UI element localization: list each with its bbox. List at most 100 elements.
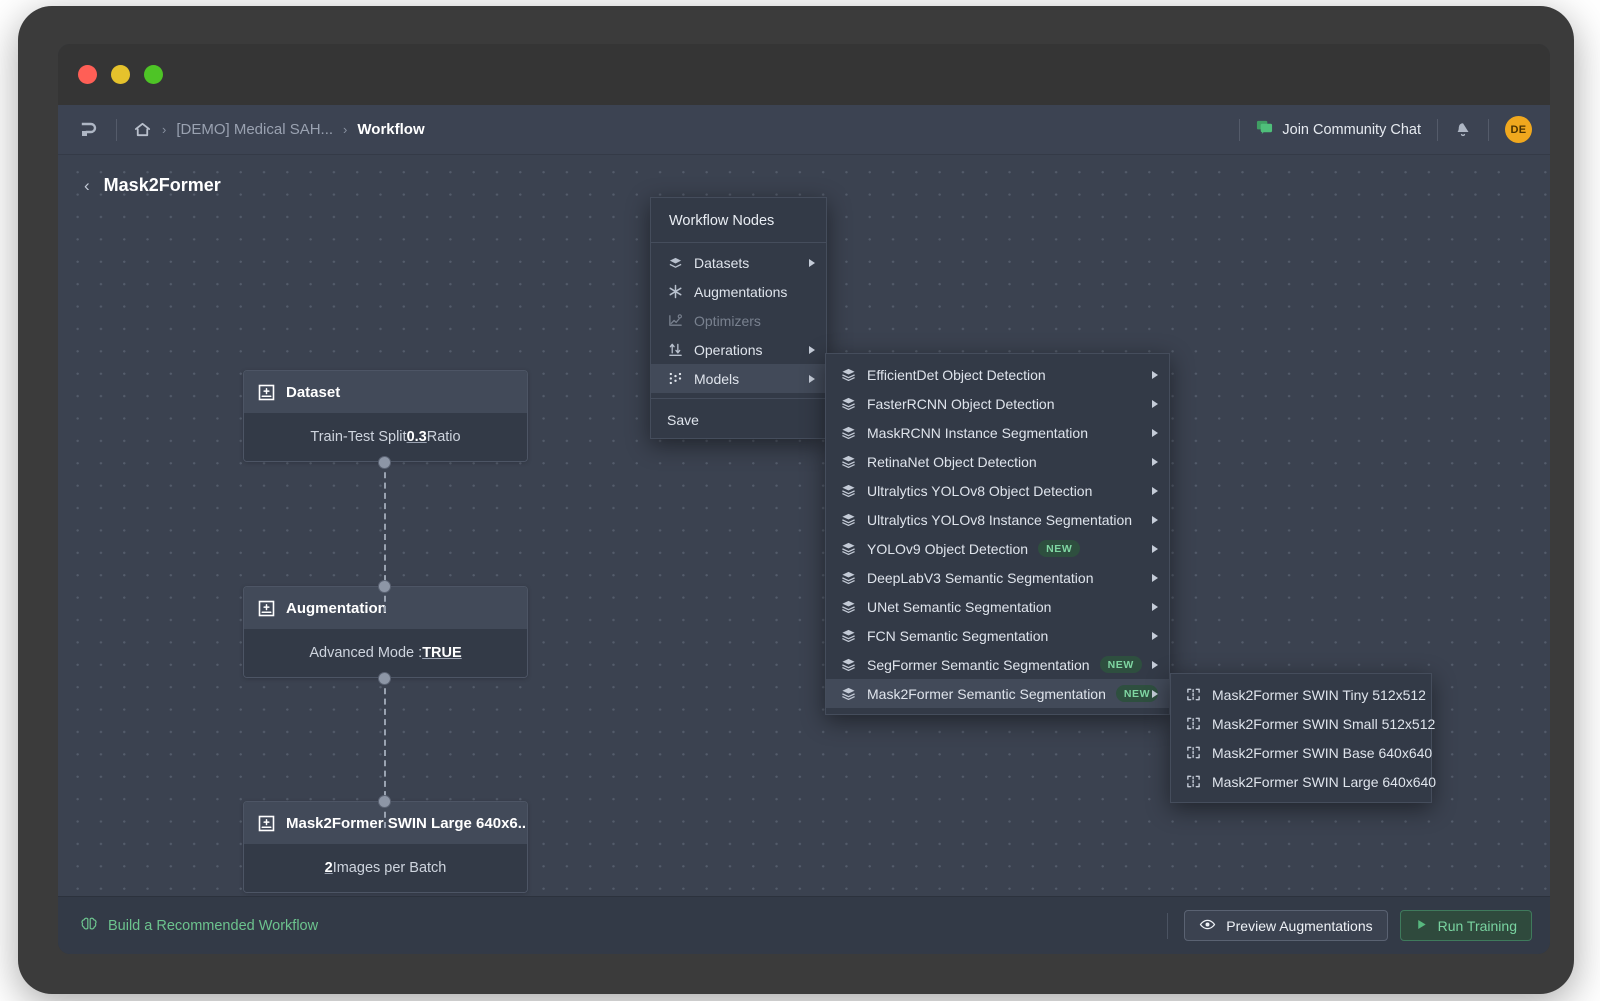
breadcrumb-item-project[interactable]: [DEMO] Medical SAH... xyxy=(176,121,334,138)
augmentation-mode-value[interactable]: TRUE xyxy=(422,645,462,661)
page-title: Mask2Former xyxy=(103,175,221,195)
menu-item-model-mask2former[interactable]: Mask2Former Semantic Segmentation NEW xyxy=(826,679,1169,708)
context-submenu-models[interactable]: EfficientDet Object Detection FasterRCNN… xyxy=(825,353,1170,715)
node-body-augmentation[interactable]: Advanced Mode : TRUE xyxy=(244,629,527,677)
layers-icon xyxy=(840,425,856,441)
chevron-right-icon xyxy=(1152,544,1158,553)
menu-item-model[interactable]: UNet Semantic Segmentation xyxy=(826,592,1169,621)
node-title-augmentation: Augmentation xyxy=(286,599,387,617)
menu-item-datasets[interactable]: Datasets xyxy=(651,248,826,277)
dataset-split-suffix: Ratio xyxy=(426,429,461,445)
context-menu-title: Workflow Nodes xyxy=(651,204,826,243)
menu-item-model[interactable]: YOLOv9 Object Detection NEW xyxy=(826,534,1169,563)
menu-item-model-label: DeepLabV3 Semantic Segmentation xyxy=(867,569,1094,586)
menu-item-model[interactable]: SegFormer Semantic Segmentation NEW xyxy=(826,650,1169,679)
layers-icon xyxy=(840,512,856,528)
menu-item-save[interactable]: Save xyxy=(651,398,826,432)
menu-item-model-label: FCN Semantic Segmentation xyxy=(867,627,1049,644)
chevron-right-icon xyxy=(1152,370,1158,379)
window-minimize-button[interactable] xyxy=(111,65,130,84)
chevron-right-icon xyxy=(1152,399,1158,408)
model-batch-value[interactable]: 2 xyxy=(324,860,333,876)
context-submenu-mask2former-variants[interactable]: Mask2Former SWIN Tiny 512x512 Mask2Forme… xyxy=(1170,673,1436,803)
chevron-right-icon xyxy=(1152,457,1158,466)
status-badge: NEW xyxy=(1038,540,1081,557)
layers-icon xyxy=(840,657,856,673)
preview-augmentations-label: Preview Augmentations xyxy=(1226,917,1373,934)
operations-icon xyxy=(667,342,683,358)
menu-item-model-label: Ultralytics YOLOv8 Instance Segmentation xyxy=(867,511,1133,528)
layers-icon xyxy=(840,483,856,499)
menu-item-variant[interactable]: Mask2Former SWIN Large 640x640 xyxy=(1171,767,1436,796)
app-logo-icon[interactable] xyxy=(78,119,100,141)
menu-item-augmentations[interactable]: Augmentations xyxy=(651,277,826,306)
bell-icon[interactable] xyxy=(1454,121,1472,139)
menu-item-models-label: Models xyxy=(694,370,740,387)
layers-icon xyxy=(840,454,856,470)
menu-item-model-label: FasterRCNN Object Detection xyxy=(867,395,1055,412)
menu-item-model[interactable]: FCN Semantic Segmentation xyxy=(826,621,1169,650)
menu-item-models[interactable]: Models xyxy=(651,364,826,393)
menu-item-model-label: YOLOv9 Object Detection xyxy=(867,540,1029,557)
back-chevron-icon[interactable]: ‹ xyxy=(84,176,90,195)
node-port-model-in[interactable] xyxy=(378,795,391,808)
node-port-augmentation-in[interactable] xyxy=(378,580,391,593)
menu-item-model[interactable]: DeepLabV3 Semantic Segmentation xyxy=(826,563,1169,592)
layers-icon xyxy=(840,570,856,586)
window-close-button[interactable] xyxy=(78,65,97,84)
menu-item-variant[interactable]: Mask2Former SWIN Tiny 512x512 xyxy=(1171,680,1431,709)
menu-item-operations[interactable]: Operations xyxy=(651,335,826,364)
chevron-right-icon xyxy=(809,345,815,354)
menu-item-model-label: Ultralytics YOLOv8 Object Detection xyxy=(867,482,1093,499)
node-port-augmentation-out[interactable] xyxy=(378,672,391,685)
context-menu-workflow-nodes[interactable]: Workflow Nodes Datasets xyxy=(650,197,827,439)
workflow-node-augmentation[interactable]: Augmentation Advanced Mode : TRUE xyxy=(243,586,528,678)
node-body-dataset[interactable]: Train-Test Split 0.3 Ratio xyxy=(244,413,527,461)
menu-item-save-label: Save xyxy=(667,412,699,428)
chat-bubble-icon xyxy=(1256,119,1273,140)
page-title-row: ‹ Mask2Former xyxy=(84,175,221,196)
dataset-split-value[interactable]: 0.3 xyxy=(406,429,427,445)
menu-item-variant[interactable]: Mask2Former SWIN Small 512x512 xyxy=(1171,709,1435,738)
menu-item-model[interactable]: RetinaNet Object Detection xyxy=(826,447,1169,476)
window-maximize-button[interactable] xyxy=(144,65,163,84)
menu-item-model-label: RetinaNet Object Detection xyxy=(867,453,1037,470)
node-port-dataset-out[interactable] xyxy=(378,456,391,469)
brain-icon xyxy=(80,915,98,937)
workflow-canvas[interactable]: ‹ Mask2Former Dataset xyxy=(58,155,1550,896)
chevron-right-icon xyxy=(1152,602,1158,611)
connector-augmentation-model xyxy=(384,678,386,828)
node-box-icon xyxy=(258,600,275,617)
node-box-icon xyxy=(258,815,275,832)
layers-icon xyxy=(840,396,856,412)
menu-item-model[interactable]: Ultralytics YOLOv8 Object Detection xyxy=(826,476,1169,505)
menu-item-operations-label: Operations xyxy=(694,341,763,358)
menu-item-model[interactable]: EfficientDet Object Detection xyxy=(826,360,1169,389)
dataset-split-prefix: Train-Test Split xyxy=(310,429,407,445)
breadcrumb-item-workflow[interactable]: Workflow xyxy=(357,121,425,138)
chevron-right-icon xyxy=(1152,515,1158,524)
chevron-right-icon xyxy=(1152,573,1158,582)
chevron-right-icon xyxy=(1152,486,1158,495)
menu-item-augmentations-label: Augmentations xyxy=(694,283,788,300)
footer-divider xyxy=(1167,912,1169,939)
breadcrumb: › [DEMO] Medical SAH... › Workflow xyxy=(133,120,425,139)
menu-item-variant[interactable]: Mask2Former SWIN Base 640x640 xyxy=(1171,738,1432,767)
menu-item-model[interactable]: Ultralytics YOLOv8 Instance Segmentation xyxy=(826,505,1169,534)
menu-item-model[interactable]: FasterRCNN Object Detection xyxy=(826,389,1169,418)
build-recommended-workflow-button[interactable]: Build a Recommended Workflow xyxy=(80,915,318,937)
breadcrumb-separator-2: › xyxy=(343,122,348,137)
join-community-chat-button[interactable]: Join Community Chat xyxy=(1256,119,1421,140)
join-community-chat-label: Join Community Chat xyxy=(1282,121,1421,138)
preview-augmentations-button[interactable]: Preview Augmentations xyxy=(1184,910,1388,941)
augmentations-icon xyxy=(667,284,683,300)
menu-item-model-label: EfficientDet Object Detection xyxy=(867,366,1046,383)
menu-item-model[interactable]: MaskRCNN Instance Segmentation xyxy=(826,418,1169,447)
workflow-node-dataset[interactable]: Dataset Train-Test Split 0.3 Ratio xyxy=(243,370,528,462)
avatar[interactable]: DE xyxy=(1505,116,1532,143)
layers-icon xyxy=(840,628,856,644)
run-training-button[interactable]: Run Training xyxy=(1399,910,1532,941)
home-icon[interactable] xyxy=(133,120,152,139)
node-body-model[interactable]: 2 Images per Batch xyxy=(244,844,527,892)
